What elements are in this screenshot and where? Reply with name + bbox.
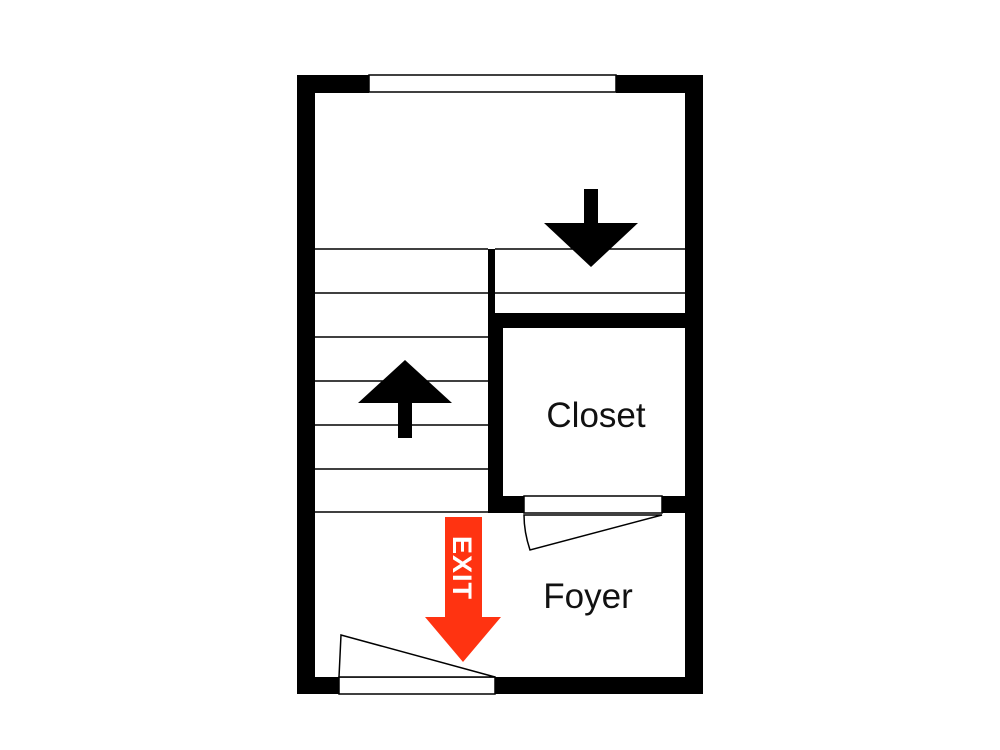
top-window <box>368 74 617 93</box>
arrow-up-icon <box>358 360 452 438</box>
outer-walls <box>297 75 703 694</box>
closet-bottom-wall-right <box>662 496 703 513</box>
arrow-down-icon <box>544 189 638 267</box>
closet-door-swing <box>523 514 663 551</box>
bottom-wall-right <box>495 677 703 694</box>
closet-door <box>523 495 663 551</box>
exit-sign: EXIT <box>425 517 501 662</box>
exit-label: EXIT <box>447 536 477 600</box>
closet-bottom-wall-left <box>488 496 524 513</box>
top-wall-left <box>297 75 369 93</box>
closet-left-wall <box>488 313 503 513</box>
closet-door-opening <box>523 495 663 514</box>
entrance-door-opening <box>338 676 496 695</box>
bottom-wall-left <box>297 677 339 694</box>
closet-top-wall <box>488 313 703 328</box>
closet-walls <box>488 249 703 513</box>
entrance-door-swing <box>338 634 496 678</box>
top-wall-right <box>616 75 703 93</box>
entrance-door <box>338 634 496 695</box>
exit-arrow-icon <box>425 517 501 662</box>
foyer-label: Foyer <box>543 577 633 616</box>
stair-divider-post <box>488 249 495 313</box>
left-wall <box>297 75 315 694</box>
right-wall <box>685 75 703 694</box>
closet-label: Closet <box>546 396 645 435</box>
